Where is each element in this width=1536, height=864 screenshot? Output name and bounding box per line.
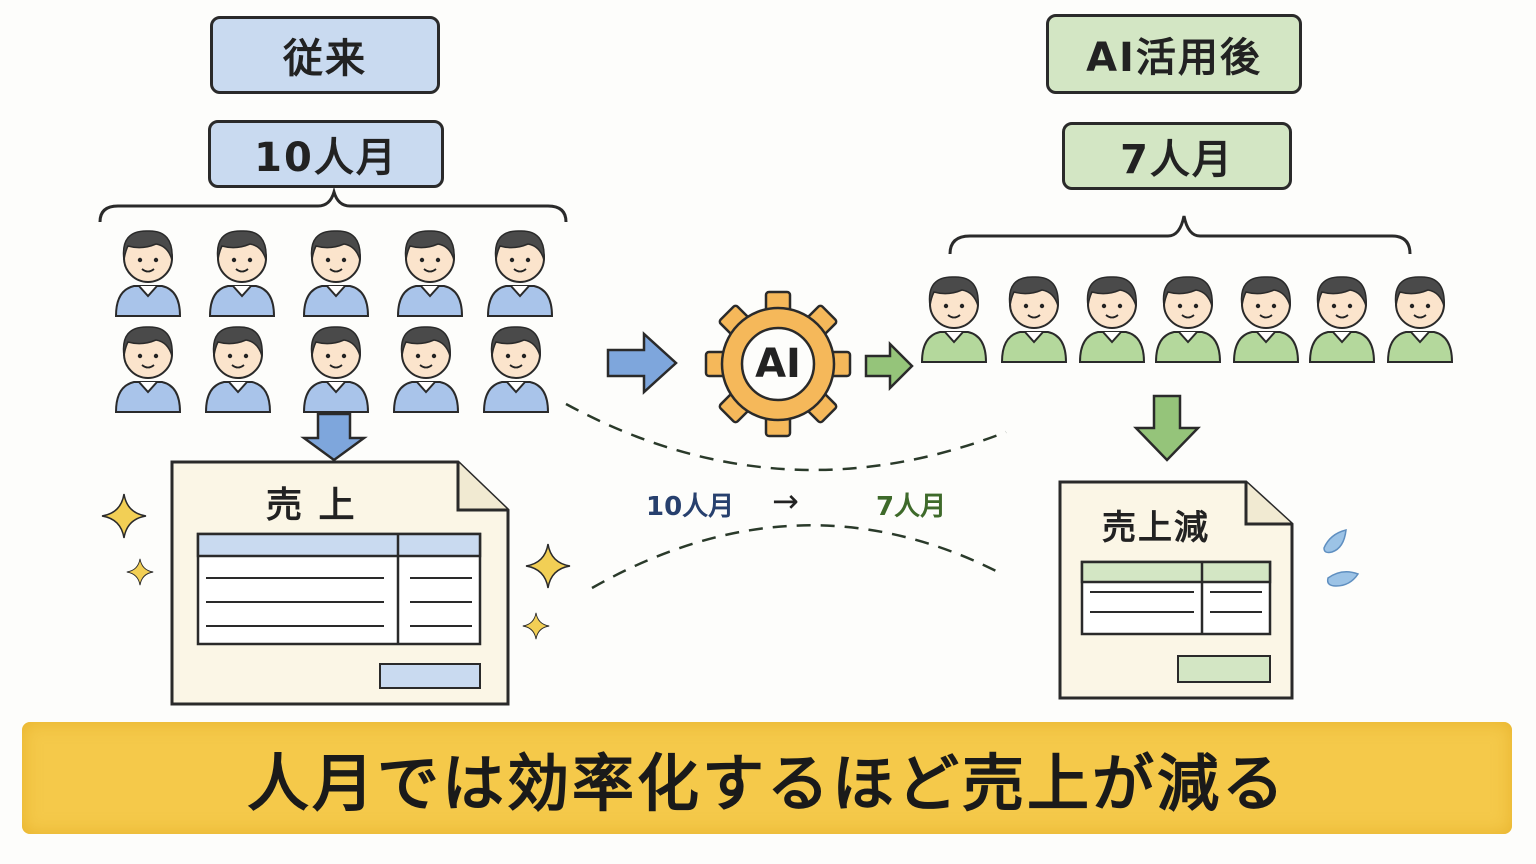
before-effort-box: 10人月 <box>208 120 444 188</box>
down-arrow-icon <box>300 412 368 462</box>
person-icon <box>205 325 271 413</box>
person-icon <box>1387 275 1453 363</box>
from-effort-label: 10人月 <box>646 492 735 522</box>
person-icon <box>393 325 459 413</box>
sparkle-icon <box>101 493 147 539</box>
sweat-drop-icon <box>1323 529 1347 554</box>
right-arrow-icon <box>606 331 678 395</box>
person-icon <box>115 229 181 317</box>
person-icon <box>1001 275 1067 363</box>
dashed-curve-top <box>565 402 1007 472</box>
person-icon <box>487 229 553 317</box>
banner-text: 人月では効率化するほど売上が減る <box>246 747 1287 820</box>
after-doc-title: 売上減 <box>1102 508 1210 548</box>
banner-background <box>22 722 1512 834</box>
sweat-drop-icon <box>1326 571 1360 587</box>
before-brace <box>98 186 568 223</box>
person-icon <box>1309 275 1375 363</box>
before-people <box>115 229 553 413</box>
sparkle-icon <box>525 543 571 589</box>
gear-icon <box>704 290 852 438</box>
person-icon <box>921 275 987 363</box>
person-icon <box>1155 275 1221 363</box>
sparkle-icon <box>126 558 154 586</box>
down-arrow-icon <box>1133 394 1201 462</box>
person-icon <box>1233 275 1299 363</box>
person-icon <box>209 229 275 317</box>
sales-document-after <box>1058 480 1294 700</box>
person-icon <box>1079 275 1145 363</box>
person-icon <box>397 229 463 317</box>
sparkle-icon <box>522 612 550 640</box>
sales-document-before <box>170 460 510 706</box>
gear-label: AI <box>755 341 801 387</box>
after-title-box: AI活用後 <box>1046 14 1302 94</box>
person-icon <box>115 325 181 413</box>
before-doc-title: 売 上 <box>266 485 357 526</box>
person-icon <box>303 229 369 317</box>
person-icon <box>303 325 369 413</box>
dashed-curve-bottom <box>591 524 1003 590</box>
after-brace <box>948 215 1412 255</box>
before-title-box: 従来 <box>210 16 440 94</box>
change-arrow-icon: → <box>772 482 799 520</box>
after-effort-box: 7人月 <box>1062 122 1292 190</box>
to-effort-label: 7人月 <box>876 492 947 522</box>
after-people <box>921 275 1453 363</box>
right-arrow-icon <box>864 340 914 392</box>
person-icon <box>483 325 549 413</box>
